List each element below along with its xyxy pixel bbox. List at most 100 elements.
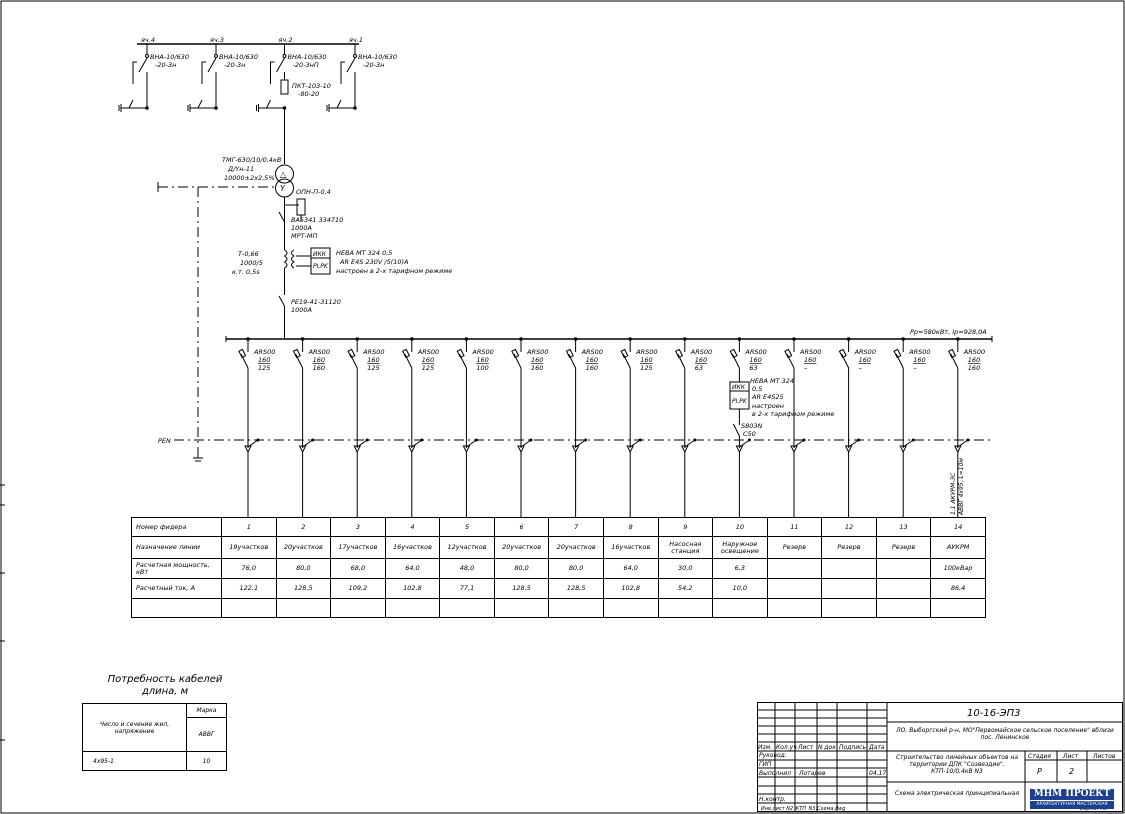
feeder-table-cell: 7 <box>548 517 604 537</box>
stamp-address: ЛО, Выборгский р-н, МО"Первомайское сель… <box>896 727 1114 741</box>
feeder-frame-rating: 160 <box>313 356 325 364</box>
stamp-role-header-3: N док <box>818 744 836 751</box>
hv-cell-label: яч.4 <box>141 36 155 44</box>
feeder-table-row-header: Расчетная мощность, кВт <box>131 558 222 579</box>
feeder-table-cell: 48,0 <box>439 558 495 579</box>
feeder-table-cell: 20участков <box>493 536 550 559</box>
feeder-table-cell <box>766 558 823 579</box>
left-edge-ticks <box>0 484 5 741</box>
feeder-14-cable-spec: АВВГ 4х95, L=10м <box>958 458 965 516</box>
stamp-role-header-4: Подпись <box>839 744 866 751</box>
feeder-table-cell: 128,5 <box>275 578 332 599</box>
company-logo: МНМ ПРОЕКТ АРХИТЕКТУРНАЯ МАСТЕРСКАЯ <box>1030 789 1114 809</box>
feeder-table-cell <box>821 558 877 579</box>
feeder-table-cell: 77,1 <box>439 578 495 599</box>
cable-col2-header-bottom: АВВГ <box>186 717 227 752</box>
feeder-table-cell <box>548 598 604 618</box>
feeder-fuse-rating: 100 <box>476 364 488 372</box>
feeder-10-meter-label: НЕВА МТ 324 <box>750 377 794 385</box>
stamp-role-1: ГИП <box>759 761 772 768</box>
stamp-role-header-0: Изм. <box>758 744 773 751</box>
feeder-table-cell <box>875 578 932 599</box>
feeder-fuse-rating: – <box>804 364 807 372</box>
feeder-fuse-rating: 125 <box>640 364 652 372</box>
feeder-table-cell: Наружное освещение <box>712 536 768 559</box>
feeder-device-label: ARS00 <box>253 348 275 356</box>
feeder-fuse-rating: 160 <box>968 364 980 372</box>
feeder-table-cell: 86,4 <box>930 578 986 599</box>
feeder-table-cell: Резерв <box>875 536 932 559</box>
feeder-10-meter-box-bottom: PI,PK <box>732 398 748 405</box>
stamp-performer-date: 04.17 <box>869 770 887 777</box>
hv-cells: яч.4ВНА-10/630-20-3няч.3ВНА-10/630-20-3н… <box>118 36 397 112</box>
feeder-lines: ARS00160125ARS00160160ARS00160125ARS0016… <box>238 337 985 517</box>
stamp-role-header-5: Дата <box>869 744 885 751</box>
cable-demand-table: Число и сечение жил, напряжение Марка АВ… <box>82 703 227 771</box>
cable-demand-title: Потребность кабелей длина, м <box>95 674 235 698</box>
feeder-table-cell: 80,0 <box>275 558 332 579</box>
logo-sub-text: АРХИТЕКТУРНАЯ МАСТЕРСКАЯ <box>1030 800 1114 808</box>
feeder-device-label: ARS00 <box>581 348 603 356</box>
stamp-bottom-note: Инв.лист N2_КТП_N3.Схема.dwg <box>761 806 846 812</box>
feeder-table-cell: 5 <box>439 517 495 537</box>
feeder-10-meter-box-top: ИКК <box>732 384 746 391</box>
feeder-frame-rating: 160 <box>531 356 543 364</box>
feeder-table-cell: 128,5 <box>548 578 604 599</box>
stamp-performer-name: Лотарев <box>799 770 826 777</box>
feeder-table-row <box>131 598 986 618</box>
fuse-label: ПКТ-103-10 <box>292 82 331 90</box>
svg-text:Y: Y <box>280 184 286 193</box>
hv-cell-device: ВНА-10/630 <box>358 53 397 61</box>
feeder-10-breaker-curve: C50 <box>743 430 756 438</box>
stamp-sheet: 2 <box>1069 767 1075 776</box>
feeder-table-cell <box>875 558 932 579</box>
feeder-device-label: ARS00 <box>308 348 330 356</box>
main-meter-label: НЕВА МТ 324 0,5 <box>336 249 392 257</box>
feeder-table-row-header: Номер фидера <box>131 517 222 537</box>
cable-row-section: 4х95-1 <box>82 751 187 771</box>
hv-cell-device-sub: -20-3н <box>224 61 245 69</box>
main-meter-model: AR E4S 230V /5(10)А <box>339 258 409 266</box>
feeder-frame-rating: 160 <box>859 356 871 364</box>
transformer-label: ТМГ-630/10/0,4кВ <box>222 156 282 164</box>
feeder-frame-rating: 160 <box>640 356 652 364</box>
feeder-table-cell: 6 <box>493 517 550 537</box>
main-breaker-symbol <box>278 211 285 250</box>
feeder-table-cell: 8 <box>602 517 659 537</box>
fuse-symbol <box>280 79 289 95</box>
ct-class: к.т. 0,5s <box>232 268 260 276</box>
feeder-table-cell: Насосная станция <box>657 536 714 559</box>
feeder-table-cell <box>821 578 877 599</box>
feeder-table-cell <box>602 598 659 618</box>
hv-cell-device-sub: -20-3н <box>363 61 384 69</box>
feeder-frame-rating: 160 <box>367 356 379 364</box>
ground-symbol <box>193 452 203 462</box>
feeder-device-label: ARS00 <box>690 348 712 356</box>
pen-label: PEN <box>158 437 171 445</box>
surge-arrester-label: ОПН-П-0,4 <box>296 188 331 196</box>
feeder-fuse-rating: 160 <box>313 364 325 372</box>
stamp-sheets-header: Листов <box>1093 753 1116 760</box>
title-block-grid <box>757 702 1123 812</box>
feeder-device-label: ARS00 <box>417 348 439 356</box>
hv-cell-device-sub: -20-3нП <box>293 61 319 69</box>
stamp-role-header-2: Лист <box>798 744 814 751</box>
stamp-role-2: Выполнил <box>759 770 791 777</box>
feeder-table-cell <box>657 598 714 618</box>
stamp-role-0: Руковод. <box>759 752 787 759</box>
feeder-table-cell: 6,3 <box>712 558 768 579</box>
feeder-10-meter-class: 0,5 <box>752 385 762 393</box>
feeder-table-cell <box>493 598 550 618</box>
main-breaker-current: 1000А <box>291 224 312 232</box>
feeder-table-cell: 2 <box>275 517 332 537</box>
feeder-device-label: ARS00 <box>471 348 493 356</box>
feeder-table-cell: 102,8 <box>602 578 659 599</box>
